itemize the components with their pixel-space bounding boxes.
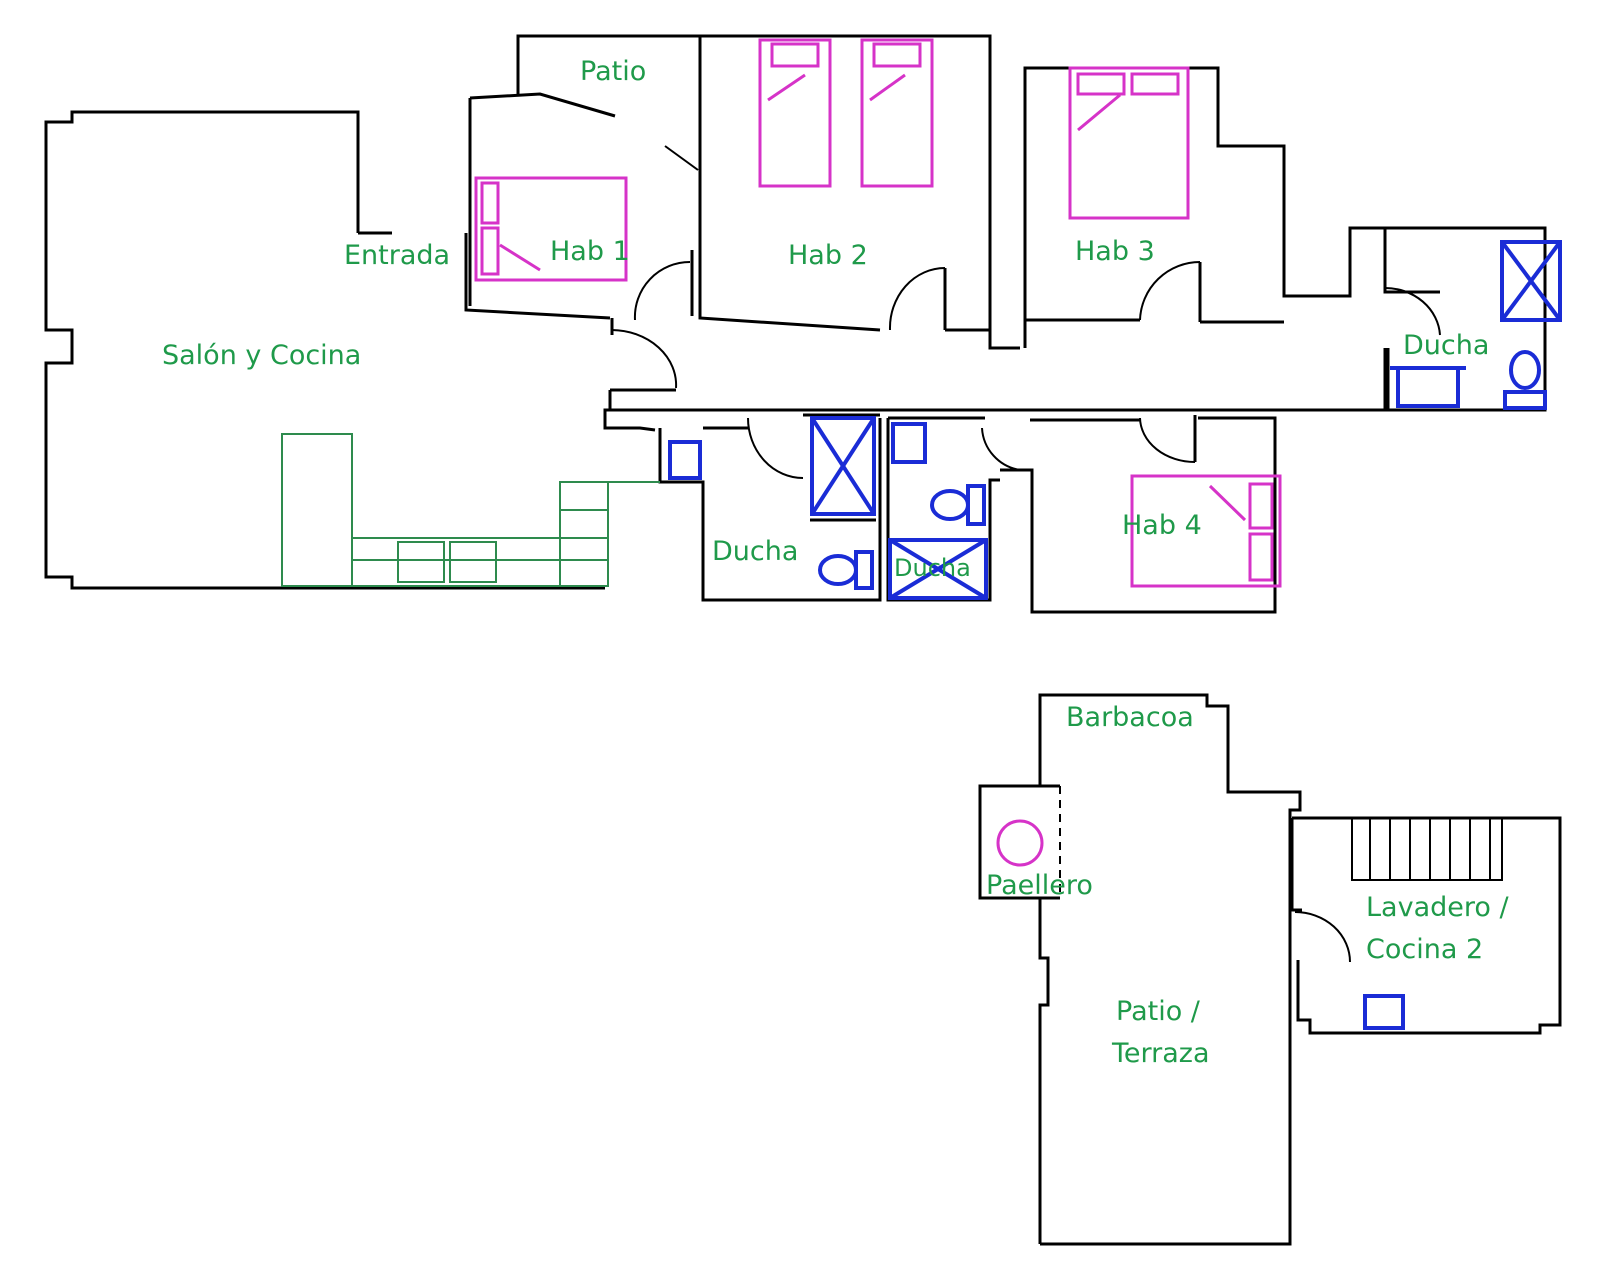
toilet-middle: [818, 550, 874, 590]
bed-hab2-right: [860, 38, 934, 188]
sink-middle: [668, 440, 702, 480]
bed-hab1: [474, 176, 628, 282]
label-salon: Salón y Cocina: [162, 340, 362, 371]
label-hab2: Hab 2: [788, 240, 868, 271]
hab3-walls: [1023, 66, 1385, 348]
label-terraza-line2: Terraza: [1112, 1038, 1210, 1069]
hab1-walls: [464, 34, 702, 389]
label-lavadero-line2: Cocina 2: [1366, 934, 1484, 965]
toilet-small: [930, 484, 986, 526]
bed-hab3: [1068, 66, 1190, 220]
shower-right: [1500, 240, 1562, 322]
label-ducha-right: Ducha: [1403, 330, 1490, 361]
shower-middle: [810, 416, 876, 516]
sink-right: [1390, 366, 1466, 408]
sink-small: [891, 422, 927, 464]
label-patio: Patio: [580, 56, 647, 87]
label-hab3: Hab 3: [1075, 236, 1155, 267]
salon-walls: [44, 110, 605, 590]
lavadero-walls: [1290, 816, 1562, 1035]
bed-hab4: [1130, 474, 1282, 588]
paellero-burner: [996, 819, 1044, 867]
hab2-walls: [690, 34, 1020, 350]
label-ducha-middle: Ducha: [712, 536, 799, 567]
shower-small: [888, 538, 988, 600]
label-ducha-small: Ducha: [894, 554, 971, 582]
kitchen-counter: [281, 433, 660, 587]
label-lavadero-line1: Lavadero /: [1366, 892, 1509, 923]
label-terraza-line1: Patio /: [1116, 996, 1200, 1027]
corridor-walls: [603, 318, 1545, 432]
ducha-middle-walls: [658, 413, 1021, 602]
label-hab4: Hab 4: [1122, 510, 1202, 541]
label-paellero: Paellero: [986, 870, 1093, 901]
hab4-walls: [1000, 415, 1277, 614]
label-hab1: Hab 1: [550, 236, 630, 267]
bed-hab2-left: [758, 38, 832, 188]
sink-lavadero: [1363, 994, 1405, 1030]
toilet-right: [1503, 350, 1547, 410]
label-entrada: Entrada: [344, 240, 451, 271]
label-barbacoa: Barbacoa: [1066, 702, 1194, 733]
terraza-walls: [978, 693, 1302, 1246]
